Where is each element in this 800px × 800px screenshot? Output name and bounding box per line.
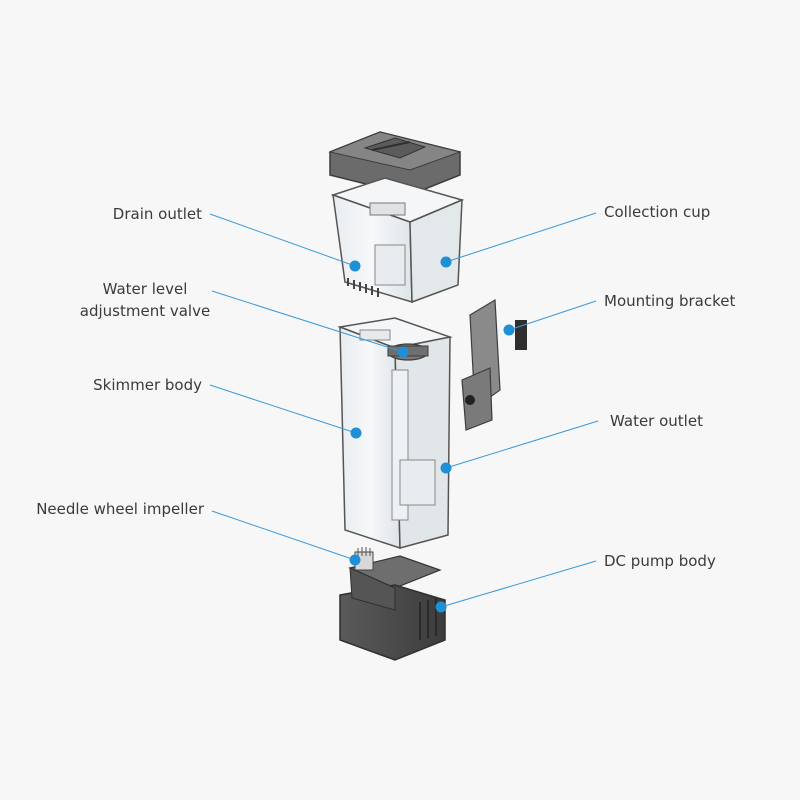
pump-body-dot xyxy=(435,601,447,613)
mounting-bracket-part xyxy=(461,298,527,431)
valve-dot xyxy=(397,346,409,358)
label-water-outlet: Water outlet xyxy=(610,412,703,430)
label-mounting-bracket: Mounting bracket xyxy=(604,292,736,310)
label-collection-cup: Collection cup xyxy=(604,203,711,221)
bracket-dot xyxy=(503,324,515,336)
label-water-level-line1: Water level xyxy=(102,280,188,298)
label-water-level-line2: adjustment valve xyxy=(79,302,211,320)
drain-outlet-dot xyxy=(349,260,361,272)
water-outlet-dot xyxy=(440,462,452,474)
label-drain-outlet: Drain outlet xyxy=(112,205,202,223)
skimmer-body-dot xyxy=(350,427,362,439)
callout-dots xyxy=(349,256,515,613)
cup-lid xyxy=(328,131,462,196)
pump-body-part xyxy=(339,547,446,661)
label-water-level: Water level adjustment valve xyxy=(70,278,220,322)
label-dc-pump-body: DC pump body xyxy=(604,552,716,570)
leader-lines xyxy=(209,212,599,608)
label-skimmer-body: Skimmer body xyxy=(93,376,202,394)
label-needle-wheel-impeller: Needle wheel impeller xyxy=(36,500,204,518)
collection-cup-part xyxy=(330,177,465,304)
collection-cup-dot xyxy=(440,256,452,268)
impeller-dot xyxy=(349,554,361,566)
